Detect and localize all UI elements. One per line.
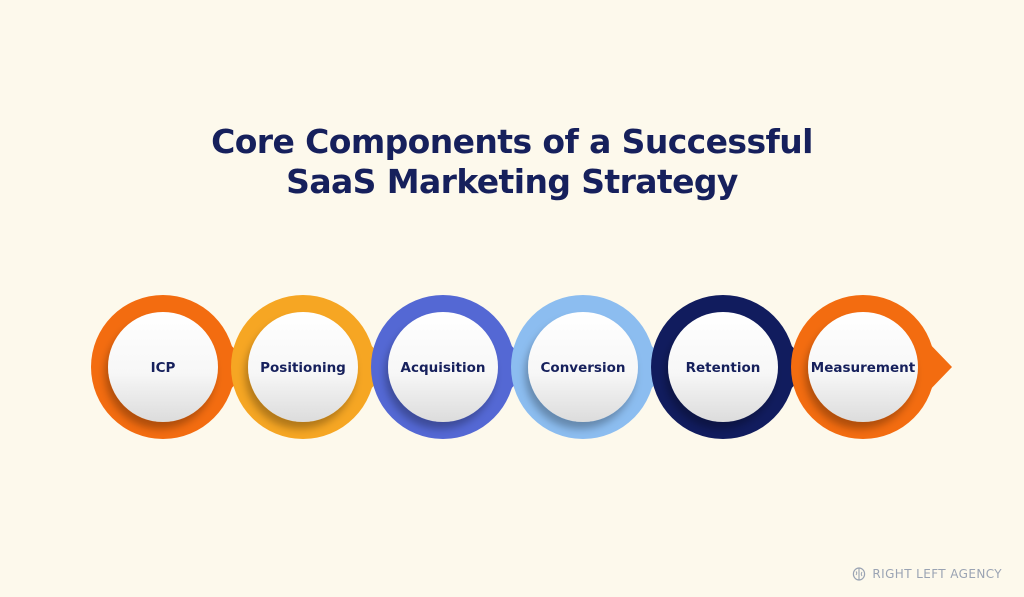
brand-name: RIGHT LEFT AGENCY [872, 567, 1002, 581]
step-disc [668, 312, 778, 422]
brain-icon [853, 567, 866, 581]
step-label: Conversion [541, 360, 626, 376]
flow-step-5: Retention [651, 295, 812, 439]
brand-logo: RIGHT LEFT AGENCY [852, 567, 1002, 581]
arrow-right-icon [925, 339, 952, 395]
step-disc [388, 312, 498, 422]
flow-step-6: Measurement [791, 295, 952, 439]
page-title: Core Components of a Successful SaaS Mar… [0, 122, 1024, 202]
flow-step-3: Acquisition [371, 295, 532, 439]
flow-step-4: Conversion [511, 295, 672, 439]
step-disc [528, 312, 638, 422]
step-disc [248, 312, 358, 422]
step-label: Measurement [811, 360, 916, 376]
title-line-1: Core Components of a Successful [211, 122, 813, 161]
step-disc [108, 312, 218, 422]
flow-step-2: Positioning [231, 295, 392, 439]
step-label: Positioning [260, 360, 346, 376]
step-label: Retention [686, 360, 761, 376]
step-label: ICP [151, 360, 176, 376]
title-line-2: SaaS Marketing Strategy [286, 162, 738, 201]
flow-step-1: ICP [91, 295, 252, 439]
step-disc [808, 312, 918, 422]
step-label: Acquisition [401, 360, 486, 376]
